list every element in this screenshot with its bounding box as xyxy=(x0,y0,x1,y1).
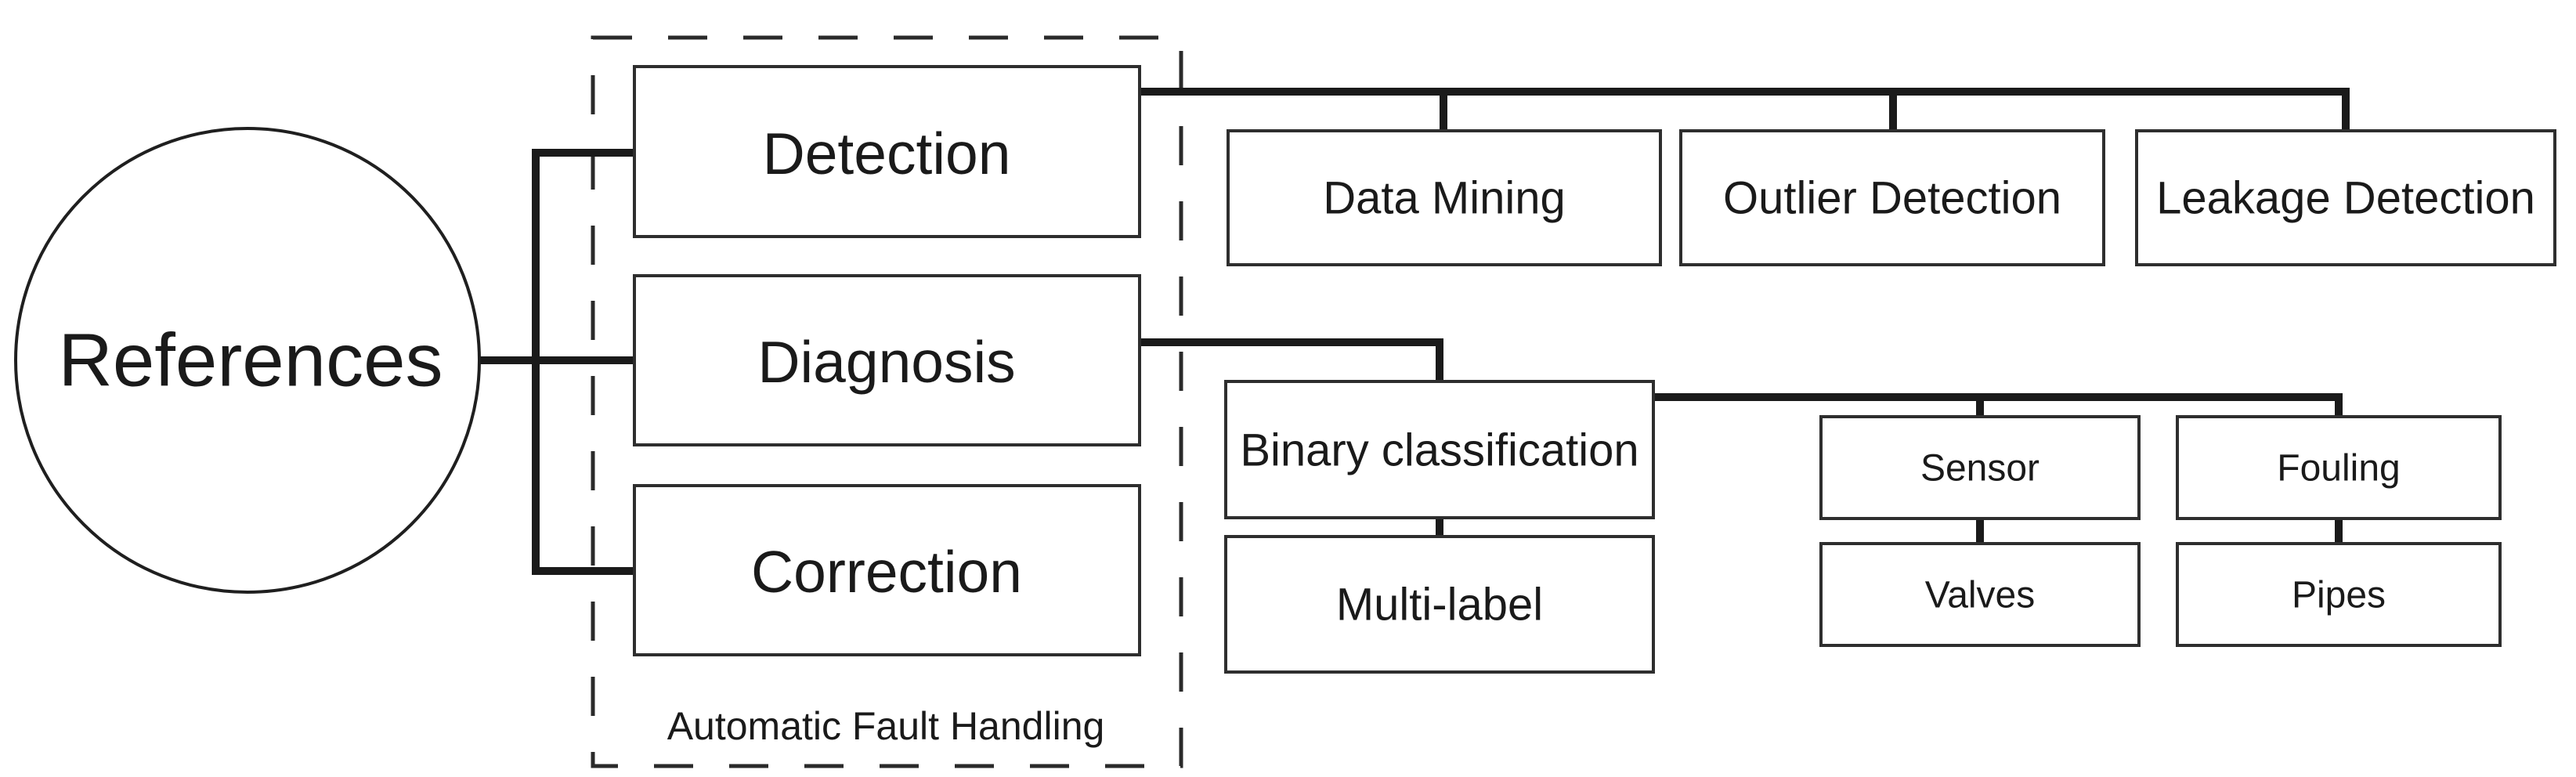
sensor-label: Sensor xyxy=(1920,448,2039,490)
binary-classification-label: Binary classification xyxy=(1240,425,1638,476)
stage-node-correction: Correction xyxy=(633,484,1141,656)
leakage-detection-box xyxy=(2135,129,2556,266)
fouling-box xyxy=(2176,415,2502,520)
data-mining-box xyxy=(1227,129,1662,266)
outlier-detection-label: Outlier Detection xyxy=(1723,173,2061,224)
valves-box xyxy=(1819,542,2141,647)
connectors xyxy=(479,88,2350,575)
detection-box xyxy=(633,65,1141,238)
leakage-detection-label: Leakage Detection xyxy=(2156,173,2535,224)
node-leakage-detection: Leakage Detection xyxy=(2135,129,2556,266)
stage-node-detection: Detection xyxy=(633,65,1141,238)
diagnosis-box xyxy=(633,274,1141,446)
node-sensor: Sensor xyxy=(1819,415,2141,520)
fault-location-children: Sensor Valves Fouling Pipes xyxy=(1819,415,2502,647)
references-label: References xyxy=(59,319,443,403)
binary-classification-box xyxy=(1224,380,1655,519)
binary-branch-connector xyxy=(1653,393,2343,417)
diagnosis-label: Diagnosis xyxy=(757,329,1015,395)
multi-label-label: Multi-label xyxy=(1336,580,1543,631)
stage-node-diagnosis: Diagnosis xyxy=(633,274,1141,446)
node-fouling: Fouling xyxy=(2176,415,2502,520)
fouling-label: Fouling xyxy=(2277,448,2400,490)
correction-label: Correction xyxy=(751,539,1022,605)
node-multi-label: Multi-label xyxy=(1224,535,1655,674)
diagnosis-branch-connector xyxy=(1140,338,1443,382)
automatic-fault-handling-caption: Automatic Fault Handling xyxy=(667,704,1105,748)
data-mining-label: Data Mining xyxy=(1323,173,1565,224)
valves-label: Valves xyxy=(1925,575,2036,616)
pipes-label: Pipes xyxy=(2292,575,2386,616)
detection-branch-connector xyxy=(1140,88,2350,131)
automatic-fault-handling-outline xyxy=(591,35,1183,768)
pipes-box xyxy=(2176,542,2502,647)
detection-label: Detection xyxy=(763,121,1011,186)
node-outlier-detection: Outlier Detection xyxy=(1679,129,2105,266)
references-circle xyxy=(14,127,481,594)
sensor-box xyxy=(1819,415,2141,520)
diagnosis-children: Binary classification Multi-label xyxy=(1224,380,1655,674)
correction-box xyxy=(633,484,1141,656)
trunk-connector xyxy=(479,149,634,575)
node-data-mining: Data Mining xyxy=(1227,129,1662,266)
node-valves: Valves xyxy=(1819,542,2141,647)
outlier-detection-box xyxy=(1679,129,2105,266)
node-binary-classification: Binary classification xyxy=(1224,380,1655,519)
node-pipes: Pipes xyxy=(2176,542,2502,647)
detection-children: Data Mining Outlier Detection Leakage De… xyxy=(1227,129,2556,266)
references-node: References xyxy=(14,127,481,594)
multi-label-box xyxy=(1224,535,1655,674)
